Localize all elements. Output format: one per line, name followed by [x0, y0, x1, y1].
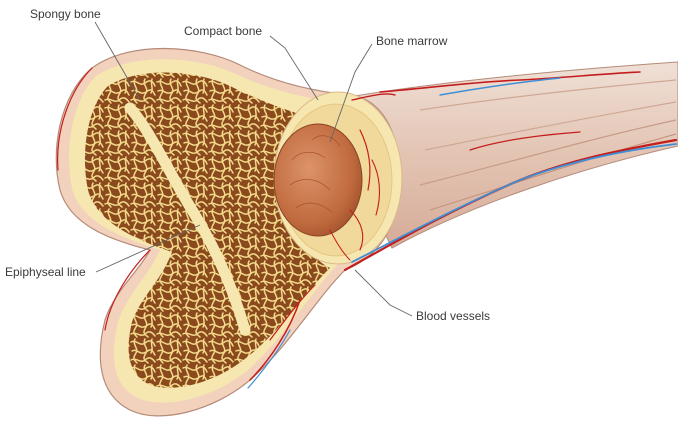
label-blood-vessels: Blood vessels	[416, 309, 490, 323]
label-compact-bone: Compact bone	[184, 24, 262, 38]
bone-marrow	[274, 124, 362, 236]
label-spongy-bone: Spongy bone	[30, 7, 101, 21]
blood-vessels-leader	[355, 270, 412, 316]
label-epiphyseal-line: Epiphyseal line	[5, 265, 86, 279]
label-bone-marrow: Bone marrow	[376, 34, 448, 48]
